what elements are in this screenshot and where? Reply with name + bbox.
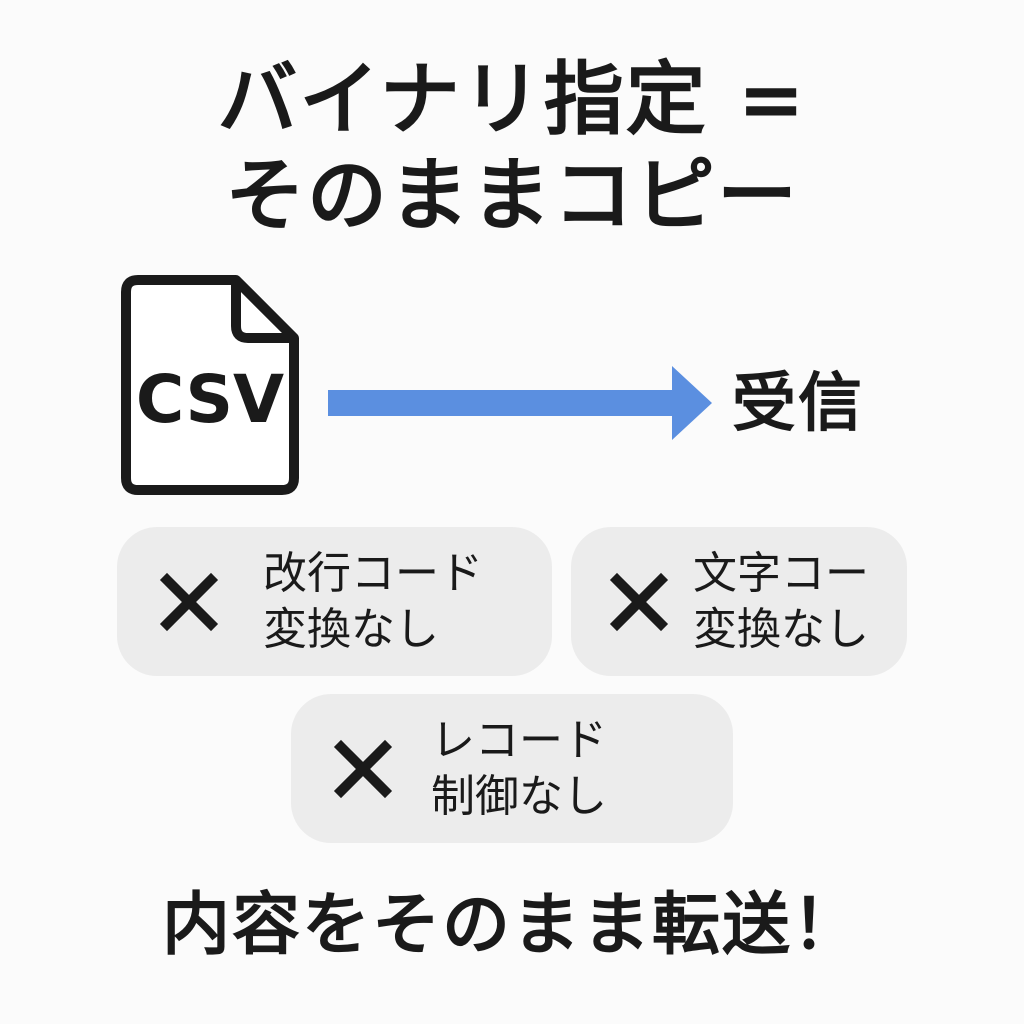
badge-line-2: 変換なし (693, 604, 869, 655)
badge-text: 改行コード 変換なし (263, 546, 483, 658)
badge-line-2: 変換なし (263, 604, 439, 655)
no-newline-conversion-badge: 改行コード 変換なし (117, 527, 552, 676)
title-line-2: そのままコピー (225, 149, 799, 242)
badge-line-1: 改行コード (263, 548, 483, 599)
badge-text: 文字コー 変換なし (693, 546, 869, 658)
badge-line-2: 制御なし (431, 771, 607, 822)
diagram-title: バイナリ指定 = そのままコピー (0, 52, 1024, 244)
badge-line-1: レコード (431, 715, 607, 766)
receive-label: 受信 (732, 367, 864, 441)
badge-text: レコード 制御なし (431, 713, 607, 825)
no-charset-conversion-badge: 文字コー 変換なし (571, 527, 907, 676)
arrow-right-icon (328, 366, 712, 440)
title-line-1: バイナリ指定 = (217, 53, 807, 146)
no-record-control-badge: レコード 制御なし (291, 694, 733, 843)
close-x-icon (609, 572, 669, 632)
footer-caption: 内容をそのまま転送！ (161, 886, 862, 965)
close-x-icon (333, 739, 393, 799)
csv-file-label: CSV (135, 361, 285, 438)
document-icon (121, 275, 299, 495)
badge-line-1: 文字コー (693, 548, 869, 599)
close-x-icon (159, 572, 219, 632)
